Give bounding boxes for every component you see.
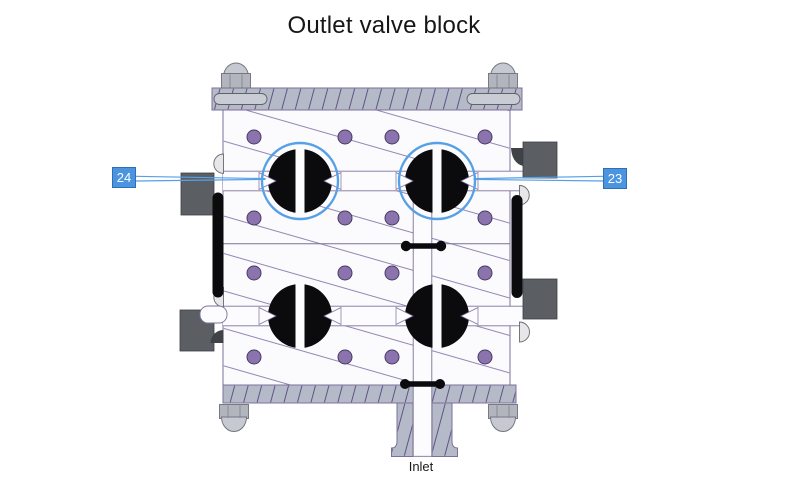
leader-line-23 [473,175,604,180]
plug-arc [519,321,530,343]
leader-line-23 [473,178,604,182]
plug-arc [213,153,224,174]
bottom-cap-nut-left [219,404,249,432]
valve-ball-bottom-left [258,284,342,348]
callout-balloon-23[interactable]: 23 [603,168,627,189]
inlet-pipe [391,402,458,457]
outlet-port-right-bottom [522,278,558,320]
highlight-ring-right [397,141,477,221]
bottom-flange [222,384,517,404]
side-seal-left [212,192,224,298]
bottom-cap-nut-right [488,404,518,432]
outlet-port-right-top [522,141,558,179]
top-cap-nut-right [488,62,518,89]
top-cap-nut-left [221,62,251,89]
channel-gasket-bottom [400,379,445,389]
port-bore-left [199,305,228,324]
callout-balloon-24[interactable]: 24 [112,167,136,188]
leader-lines [135,175,604,182]
outlet-port-left-top [180,172,215,216]
selection-highlights [260,141,477,221]
side-seal-right [511,195,523,298]
valve-body [222,108,511,386]
side-ports-right [511,141,558,343]
page-title: Outlet valve block [287,12,481,39]
leader-line-24 [135,178,266,182]
side-ports-left [179,153,228,352]
valve-ball-bottom-right [395,284,479,348]
top-flange [211,87,523,111]
bolt-shank-slot-right [466,93,521,105]
tie-rod-holes [246,129,493,365]
bolt-shank-slot-left [213,93,268,105]
leader-line-24 [135,175,266,180]
channel-gasket-middle [400,240,447,252]
highlight-ring-left [260,141,340,221]
inlet-label: Inlet [408,459,434,474]
